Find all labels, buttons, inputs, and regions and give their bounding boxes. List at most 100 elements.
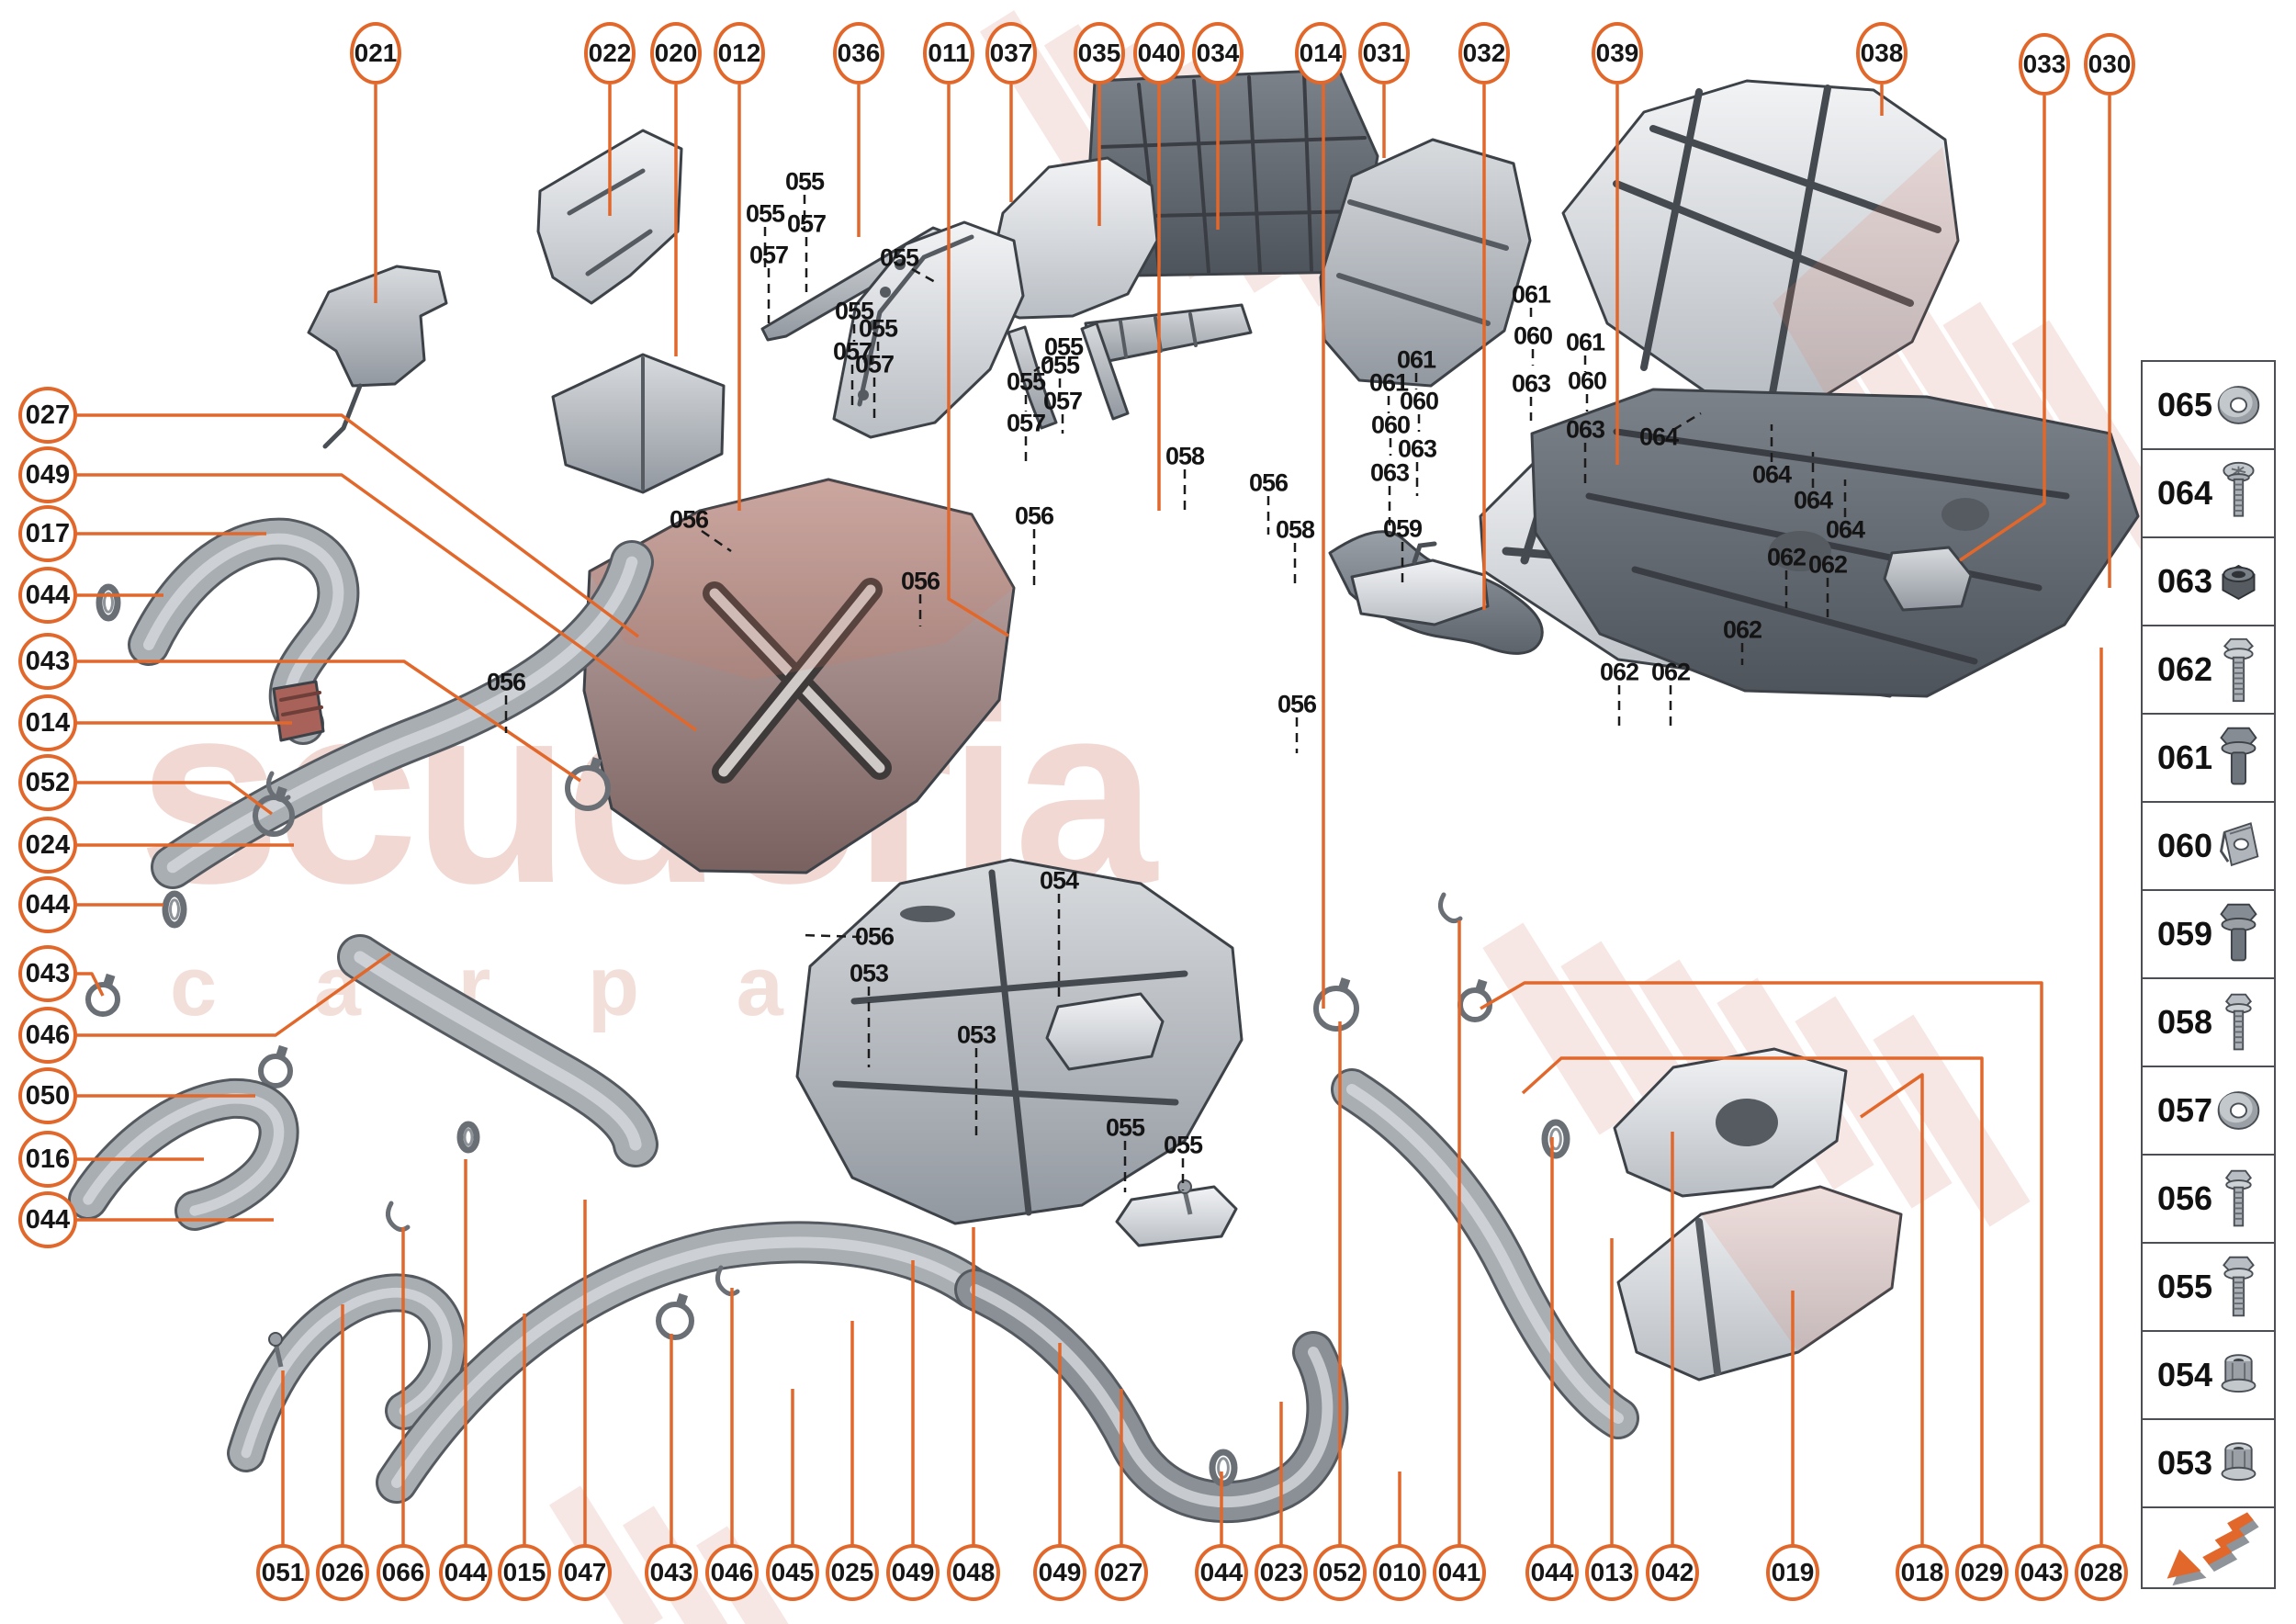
callout-top-040[interactable]: 040 [1133, 22, 1185, 85]
legend-number: 063 [2157, 562, 2213, 600]
part-label-053: 053 [956, 1021, 996, 1049]
leader-033 [1959, 96, 2046, 562]
flange-nut-icon [2221, 1442, 2257, 1481]
callout-top-039[interactable]: 039 [1592, 22, 1643, 85]
callout-bottom-046[interactable]: 046 [705, 1544, 759, 1601]
legend-row-063[interactable]: 063 [2141, 536, 2276, 626]
callout-left-017[interactable]: 017 [18, 505, 77, 562]
ring-044-e-i [1217, 1457, 1230, 1479]
callout-bottom-052[interactable]: 052 [1313, 1544, 1367, 1601]
callout-left-014[interactable]: 014 [18, 694, 77, 751]
clip-nut-icon [2220, 821, 2259, 867]
part-label-064: 064 [1825, 515, 1865, 544]
callout-left-052[interactable]: 052 [18, 754, 77, 811]
part-label-061: 061 [1396, 345, 1436, 374]
callout-top-031[interactable]: 031 [1358, 22, 1410, 85]
part-label-055: 055 [1163, 1131, 1203, 1159]
connector-014-rib1 [279, 691, 321, 702]
callout-bottom-051[interactable]: 051 [256, 1544, 310, 1601]
callout-bottom-041[interactable]: 041 [1433, 1544, 1486, 1601]
callout-bottom-042[interactable]: 042 [1646, 1544, 1699, 1601]
grid-panel-034-r4 [1302, 72, 1313, 272]
callout-top-037[interactable]: 037 [985, 22, 1037, 85]
callout-left-016[interactable]: 016 [18, 1131, 77, 1188]
callout-left-027[interactable]: 027 [18, 387, 77, 444]
callout-left-044[interactable]: 044 [18, 567, 77, 624]
callout-bottom-045[interactable]: 045 [766, 1544, 819, 1601]
callout-top-036[interactable]: 036 [833, 22, 884, 85]
air-duct-019 [1616, 1185, 1903, 1382]
heat-shield-038-tint [1773, 147, 1958, 395]
legend-row-056[interactable]: 056 [2141, 1154, 2276, 1244]
callout-top-032[interactable]: 032 [1458, 22, 1510, 85]
callout-bottom-027[interactable]: 027 [1095, 1544, 1148, 1601]
callout-bottom-013[interactable]: 013 [1585, 1544, 1638, 1601]
legend-row-062[interactable]: 062 [2141, 625, 2276, 715]
callout-bottom-048[interactable]: 048 [947, 1544, 1000, 1601]
dash-leader-056 [701, 529, 732, 553]
callout-top-022[interactable]: 022 [584, 22, 636, 85]
callout-top-020[interactable]: 020 [650, 22, 702, 85]
callout-top-034[interactable]: 034 [1192, 22, 1244, 85]
callout-left-024[interactable]: 024 [18, 817, 77, 874]
callout-bottom-066[interactable]: 066 [377, 1544, 430, 1601]
legend-row-064[interactable]: 064 [2141, 448, 2276, 538]
callout-left-044[interactable]: 044 [18, 876, 77, 933]
legend-number: 053 [2157, 1444, 2213, 1482]
callout-bottom-047[interactable]: 047 [558, 1544, 612, 1601]
legend-row-057[interactable]: 057 [2141, 1066, 2276, 1156]
grid-panel-034-r3 [1247, 75, 1262, 274]
callout-bottom-025[interactable]: 025 [826, 1544, 879, 1601]
callout-bottom-049[interactable]: 049 [1033, 1544, 1086, 1601]
callout-bottom-026[interactable]: 026 [316, 1544, 369, 1601]
callout-bottom-044[interactable]: 044 [1525, 1544, 1579, 1601]
callout-bottom-043[interactable]: 043 [645, 1544, 698, 1601]
callout-left-049[interactable]: 049 [18, 446, 77, 503]
dash-leader-055 [911, 267, 938, 285]
callout-bottom-019[interactable]: 019 [1766, 1544, 1819, 1601]
dash-leader-056 [800, 933, 862, 939]
callout-bottom-029[interactable]: 029 [1955, 1544, 2009, 1601]
callout-left-046[interactable]: 046 [18, 1007, 77, 1064]
callout-top-030[interactable]: 030 [2084, 33, 2135, 96]
arch-hole-5 [895, 259, 906, 270]
legend-row-055[interactable]: 055 [2141, 1242, 2276, 1332]
part-label-057: 057 [748, 241, 789, 269]
callout-bottom-044[interactable]: 044 [1195, 1544, 1248, 1601]
legend-row-053[interactable]: 053 [2141, 1418, 2276, 1508]
callout-top-021[interactable]: 021 [350, 22, 401, 85]
callout-bottom-018[interactable]: 018 [1896, 1544, 1949, 1601]
callout-left-044[interactable]: 044 [18, 1191, 77, 1248]
legend-row-058[interactable]: 058 [2141, 977, 2276, 1067]
clip-041 [1438, 892, 1463, 924]
callout-bottom-028[interactable]: 028 [2075, 1544, 2128, 1601]
legend-flag-cell[interactable] [2141, 1506, 2276, 1589]
legend-row-060[interactable]: 060 [2141, 801, 2276, 891]
clamp-050 [258, 1054, 293, 1088]
legend-row-054[interactable]: 054 [2141, 1330, 2276, 1420]
callout-top-011[interactable]: 011 [923, 22, 974, 85]
legend-row-065[interactable]: 065 [2141, 360, 2276, 450]
callout-left-043[interactable]: 043 [18, 633, 77, 690]
legend-number: 060 [2157, 827, 2213, 864]
callout-top-033[interactable]: 033 [2019, 33, 2070, 96]
callout-top-038[interactable]: 038 [1856, 22, 1908, 85]
callout-bottom-044[interactable]: 044 [439, 1544, 492, 1601]
bolt-heavy-icon [2220, 727, 2257, 785]
legend-row-059[interactable]: 059 [2141, 889, 2276, 979]
callout-bottom-049[interactable]: 049 [886, 1544, 940, 1601]
callout-bottom-010[interactable]: 010 [1373, 1544, 1426, 1601]
callout-left-050[interactable]: 050 [18, 1067, 77, 1124]
callout-bottom-023[interactable]: 023 [1255, 1544, 1308, 1601]
callout-bottom-015[interactable]: 015 [498, 1544, 551, 1601]
legend-row-061[interactable]: 061 [2141, 713, 2276, 803]
hose-024-hl [166, 556, 638, 874]
air-duct-019-tint [1701, 1187, 1901, 1352]
callout-bottom-043[interactable]: 043 [2015, 1544, 2068, 1601]
air-duct-018-hole [1716, 1099, 1778, 1146]
callout-top-014[interactable]: 014 [1295, 22, 1346, 85]
callout-left-043[interactable]: 043 [18, 945, 77, 1002]
callout-top-012[interactable]: 012 [714, 22, 765, 85]
callout-top-035[interactable]: 035 [1074, 22, 1125, 85]
ring-044-b-i [169, 898, 180, 920]
